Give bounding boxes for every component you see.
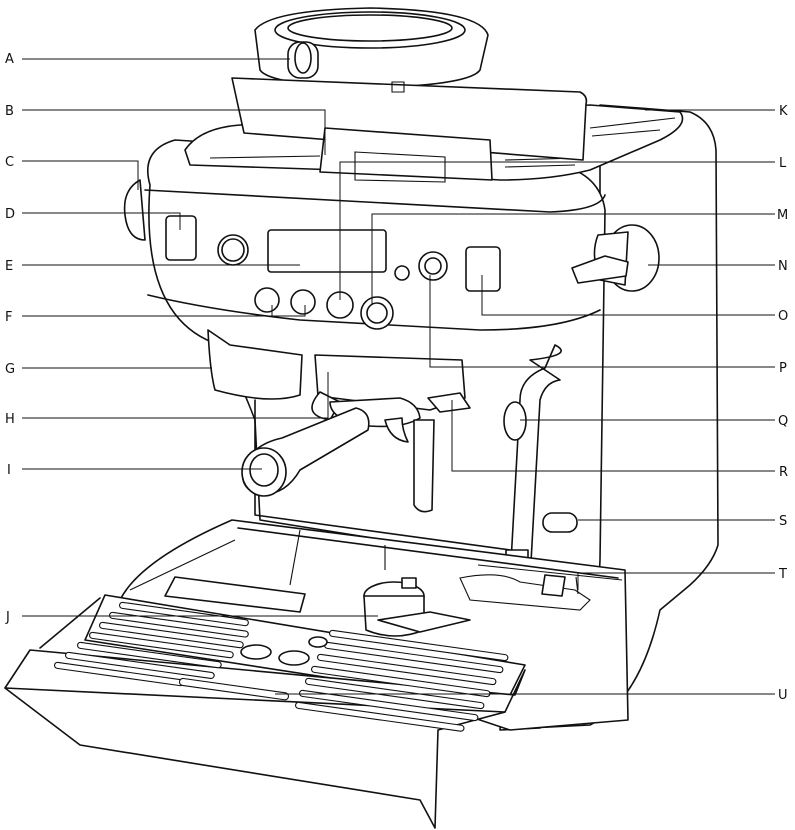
label-l: L <box>779 156 787 171</box>
label-m: M <box>777 208 788 223</box>
label-b: B <box>5 104 14 119</box>
label-e: E <box>5 259 13 274</box>
label-r: R <box>779 465 788 480</box>
label-t: T <box>778 567 787 582</box>
label-a: A <box>5 52 14 67</box>
label-j: J <box>5 610 10 625</box>
label-i: I <box>7 463 11 478</box>
label-f: F <box>5 310 12 325</box>
bean-hopper <box>255 8 488 88</box>
label-c: C <box>5 155 14 170</box>
label-n: N <box>778 259 788 274</box>
hot-water-indicator <box>543 513 577 532</box>
label-q: Q <box>778 414 788 429</box>
label-h: H <box>5 412 15 427</box>
label-g: G <box>5 362 15 377</box>
grind-dial <box>125 180 145 240</box>
label-d: D <box>5 207 15 222</box>
label-u: U <box>778 688 788 703</box>
label-k: K <box>779 104 788 119</box>
label-o: O <box>778 309 788 324</box>
label-s: S <box>779 514 787 529</box>
label-p: P <box>779 361 787 376</box>
